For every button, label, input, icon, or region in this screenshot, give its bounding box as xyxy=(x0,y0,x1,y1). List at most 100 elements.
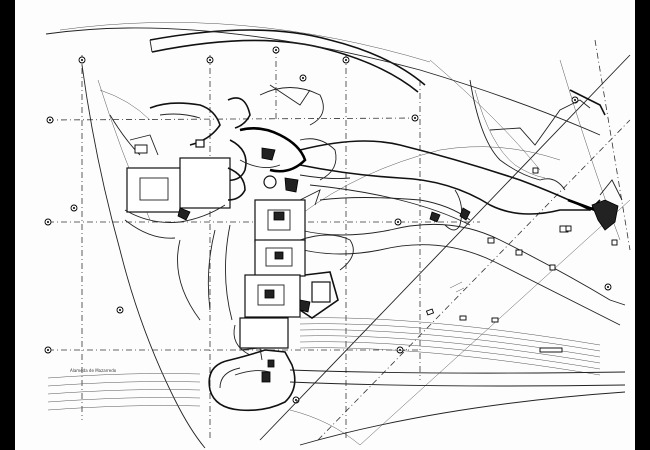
grid-marker-dot xyxy=(119,309,121,311)
grid-marker-dot xyxy=(47,221,49,223)
lake-edge-2 xyxy=(474,89,546,179)
street-label: Alameda de Mazarredo xyxy=(70,368,117,373)
west-galleries xyxy=(124,157,246,239)
bridge-arc xyxy=(45,22,601,136)
central-gallery-solid xyxy=(274,251,284,260)
grid-marker-dot xyxy=(574,99,576,101)
atrium-core-3 xyxy=(299,138,337,181)
road-marker xyxy=(539,347,563,353)
central-gallery-solid xyxy=(264,289,275,299)
tower-wing xyxy=(599,179,623,201)
west-gallery-skylight xyxy=(139,177,169,201)
atrium-petal-1 xyxy=(149,102,221,146)
auditorium-link xyxy=(239,347,263,361)
auditorium-outline xyxy=(208,349,296,412)
central-gallery-room-1 xyxy=(254,199,306,243)
diagonal-roads xyxy=(259,39,631,446)
atrium-core xyxy=(239,127,307,173)
curve-road-1 xyxy=(429,59,541,171)
grid-marker-dot xyxy=(607,286,609,288)
atrium xyxy=(129,84,337,193)
atrium-petal-1-inner xyxy=(159,113,201,119)
grid-marker-dot xyxy=(414,117,416,119)
central-gallery-arc-3 xyxy=(177,239,201,321)
long-gallery xyxy=(299,140,623,233)
small-marker xyxy=(565,225,572,232)
lane-6 xyxy=(299,347,601,376)
lane-5 xyxy=(299,341,601,370)
grid-marker-dot xyxy=(209,59,211,61)
grid-marker-dot xyxy=(49,119,51,121)
tower-top xyxy=(569,89,606,116)
west-gallery-solid xyxy=(177,207,191,221)
west-gallery-curve xyxy=(227,167,246,201)
road-marker xyxy=(491,317,499,323)
grid-line-h1 xyxy=(47,117,421,121)
west-gallery-room-2 xyxy=(179,157,231,209)
central-gallery-tail xyxy=(233,324,251,356)
lane-7 xyxy=(289,369,626,374)
small-marker xyxy=(549,264,556,271)
central-gallery-annex-room xyxy=(311,281,331,303)
tower-base xyxy=(591,199,619,231)
diagonal-road-1 xyxy=(259,54,631,441)
grid-markers xyxy=(44,46,612,404)
lane-left-4 xyxy=(47,397,201,403)
grid-marker-dot xyxy=(81,59,83,61)
lane-8 xyxy=(289,381,626,387)
plaza-curve-3 xyxy=(299,146,561,216)
diagonal-road-3 xyxy=(359,199,631,446)
grid-marker-dot xyxy=(73,207,75,209)
grid-marker-dot xyxy=(295,399,297,401)
atrium-petal-3 xyxy=(259,87,324,126)
road-edge-top-2 xyxy=(59,22,431,63)
lower-curve-road xyxy=(299,391,626,446)
lane-left-3 xyxy=(47,389,201,395)
lane-left-2 xyxy=(47,381,201,387)
grid-marker-dot xyxy=(345,59,347,61)
gallery-outline-bottom xyxy=(299,164,590,215)
atrium-west-edge xyxy=(129,134,159,156)
lane-1 xyxy=(299,317,601,346)
riverbank-edge-3 xyxy=(99,89,151,121)
bottom-road-lanes xyxy=(47,281,626,446)
central-gallery-room-1-skylight xyxy=(267,209,291,231)
gallery-ribbon-1 xyxy=(309,184,471,226)
atrium-stair xyxy=(239,159,281,169)
road-marker xyxy=(425,308,435,316)
site-plan-sheet xyxy=(15,0,635,450)
bridge-deck-outer xyxy=(149,29,426,86)
small-marker xyxy=(532,167,539,174)
road-edge-top xyxy=(45,27,601,136)
small-markers xyxy=(532,167,618,271)
south-auditorium xyxy=(208,347,296,412)
atrium-small-room xyxy=(134,144,148,154)
gallery-ribbon-3 xyxy=(299,174,351,180)
west-terrace xyxy=(124,219,176,239)
central-gallery-arc-1 xyxy=(207,229,216,311)
atrium-petal-2 xyxy=(227,97,251,129)
tower-outline xyxy=(489,99,591,146)
atrium-column xyxy=(263,175,277,189)
central-gallery-side xyxy=(299,234,354,271)
gallery-solid xyxy=(429,211,441,223)
atrium-box xyxy=(195,139,205,148)
west-gallery-room xyxy=(126,167,183,213)
lane-left-1 xyxy=(47,373,201,379)
lane-4 xyxy=(299,335,601,364)
bridge-deck-inner xyxy=(151,39,419,93)
lake-edge-1 xyxy=(469,79,566,191)
plaza-curves xyxy=(284,79,626,326)
atrium-lines xyxy=(269,84,311,106)
central-gallery-room-3-skylight xyxy=(257,284,285,306)
plaza-curve-1 xyxy=(299,223,626,306)
structural-grid xyxy=(47,48,480,440)
auditorium-seats xyxy=(234,370,271,376)
auditorium-solid xyxy=(267,359,275,368)
small-marker xyxy=(611,239,618,246)
central-galleries xyxy=(177,189,354,356)
grid-marker-dot xyxy=(397,221,399,223)
west-gallery-base xyxy=(124,204,226,223)
plaza-marker xyxy=(515,249,523,256)
